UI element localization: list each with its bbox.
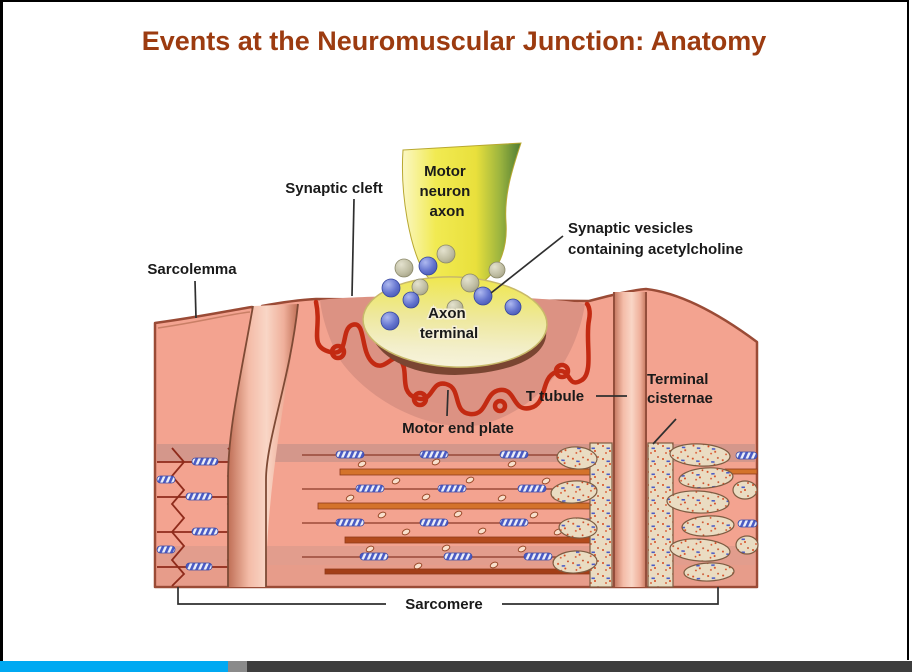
terminal-cisternae-right xyxy=(647,442,759,588)
bottom-bar xyxy=(0,661,912,672)
pointer-line-synaptic-vesicles xyxy=(490,235,564,294)
page-title: Events at the Neuromuscular Junction: An… xyxy=(141,26,767,56)
motor-end-plate-folds xyxy=(313,299,592,417)
diagram-labels: Sarcolemma Synaptic cleft Motor neuron a… xyxy=(147,163,743,613)
left-t-tubule-shape xyxy=(227,303,299,587)
right-border xyxy=(907,0,909,660)
t-tubule-shape xyxy=(613,292,647,587)
actin-segments-left xyxy=(156,457,219,571)
bottom-bar-progress-blue xyxy=(0,661,228,672)
label-synaptic-cleft: Synaptic cleft xyxy=(285,180,383,197)
terminal-cisternae-left xyxy=(550,442,613,588)
top-border xyxy=(0,0,909,2)
label-sarcomere: Sarcomere xyxy=(405,596,483,613)
pointer-lines xyxy=(194,198,677,445)
sarcomere-bracket xyxy=(177,587,719,605)
myofibrils-group xyxy=(302,450,758,575)
sarcolemma-inner-line xyxy=(157,311,251,329)
left-border xyxy=(0,0,3,661)
label-sarcolemma: Sarcolemma xyxy=(147,261,237,278)
label-axon-terminal: Axon terminal xyxy=(420,305,478,342)
pointer-line-sarcolemma xyxy=(194,280,197,319)
label-synaptic-vesicles: Synaptic vesicles containing acetylcholi… xyxy=(568,220,743,258)
label-motor-neuron-axon: Motor neuron axon xyxy=(419,163,474,220)
pointer-line-terminal-cisternae xyxy=(652,418,677,445)
label-terminal-cisternae: Terminal cisternae xyxy=(647,371,713,407)
pointer-line-synaptic-cleft xyxy=(351,198,355,297)
pointer-line-motor-end-plate xyxy=(446,389,449,417)
label-motor-end-plate: Motor end plate xyxy=(402,420,514,437)
myosin-heads xyxy=(345,458,590,570)
bottom-bar-segment-gray xyxy=(228,661,247,672)
synaptic-vesicles-group xyxy=(380,244,522,331)
label-t-tubule: T tubule xyxy=(526,388,584,405)
